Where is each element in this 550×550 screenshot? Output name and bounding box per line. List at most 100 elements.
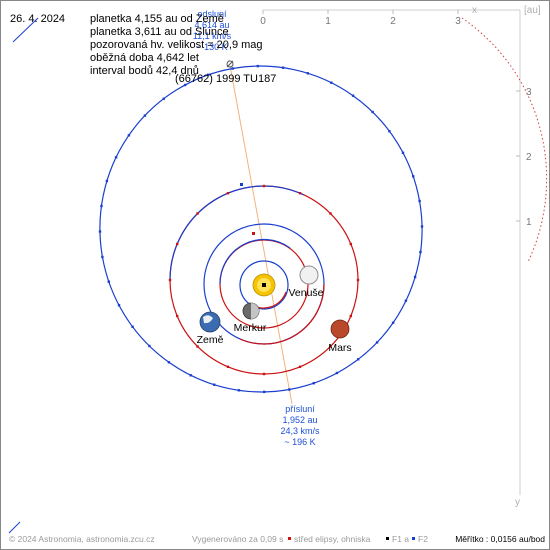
asteroid-orbit-point xyxy=(351,94,355,97)
asteroid-orbit-point xyxy=(306,72,309,75)
info-period: oběžná doba 4,642 let xyxy=(90,52,199,64)
footer-copyright: © 2024 Astronomia, astronomia.zcu.cz xyxy=(9,534,155,544)
y-axis-name: y xyxy=(515,497,520,508)
axes: 0 1 2 3 3 2 1 x [au] y xyxy=(260,5,541,508)
asteroid-orbit-point xyxy=(420,225,424,228)
asteroid-orbit-point xyxy=(404,299,408,302)
x-tick-3: 3 xyxy=(455,16,461,27)
x-tick-1: 1 xyxy=(325,16,331,27)
footer-legend-center: střed elipsy, ohniska xyxy=(294,534,371,544)
perihelion-temp: ~ 196 K xyxy=(284,437,315,447)
asteroid-orbit-point xyxy=(357,358,360,361)
mars-orbit-point xyxy=(226,192,230,195)
mars-orbit-point xyxy=(349,242,352,246)
asteroid-orbit-point xyxy=(101,255,104,259)
venus-label: Venuše xyxy=(288,287,323,299)
perihelion-distance: 1,952 au xyxy=(282,415,317,425)
asteroid-orbit-point xyxy=(143,114,147,117)
footer-legend-f1: F1 a xyxy=(392,534,409,544)
aphelion-label: odsluní xyxy=(197,9,227,19)
footer-scale: Měřítko : 0,0156 au/bod xyxy=(455,534,545,544)
earth-label: Země xyxy=(197,334,224,346)
legend-f2-marker xyxy=(412,537,415,540)
asteroid-orbit-point xyxy=(330,81,333,84)
mars-orbit-point xyxy=(298,365,302,368)
asteroid-orbit-point xyxy=(375,341,379,344)
info-magnitude: pozorovaná hv. velikost = 20,9 mag xyxy=(90,39,263,51)
mars-orbit-point xyxy=(196,212,199,215)
mars-orbit-point xyxy=(168,278,172,282)
mars-orbit-point xyxy=(262,372,266,376)
mars-orbit-blue-segment xyxy=(169,185,305,281)
mars-orbit-point xyxy=(298,192,302,195)
perihelion-speed: 24,3 km/s xyxy=(280,426,320,436)
object-name: (66762) 1999 TU187 xyxy=(175,73,276,85)
venus-orbit-blue-segment xyxy=(219,238,291,285)
aphelion-speed: 11,1 km/s xyxy=(193,31,232,41)
x-tick-2: 2 xyxy=(390,16,396,27)
asteroid-orbit-point xyxy=(388,130,391,133)
asteroid-orbit-point xyxy=(162,97,165,100)
asteroid-marker xyxy=(226,60,234,68)
mars-orbit-point xyxy=(329,345,332,348)
asteroid-orbit-point xyxy=(237,389,241,392)
footer-generated: Vygenerováno za 0,09 s xyxy=(192,534,283,544)
mercury-label: Merkur xyxy=(234,322,267,334)
mars-orbit-point xyxy=(356,278,360,282)
earth-clouds xyxy=(203,315,213,324)
asteroid-orbit-point xyxy=(131,325,134,328)
asteroid-orbit-point xyxy=(98,230,102,233)
y-tick-1: 1 xyxy=(526,217,532,228)
x-tick-0: 0 xyxy=(260,16,266,27)
asteroid-orbit-point xyxy=(256,64,259,68)
aphelion-temp: ~ 130 K xyxy=(196,42,227,52)
mars-planet xyxy=(330,319,350,339)
axis-unit: [au] xyxy=(524,5,541,16)
mars-orbit-point xyxy=(176,314,179,318)
asteroid-orbit-point xyxy=(391,321,395,324)
mars-label: Mars xyxy=(328,342,351,354)
asteroid-orbit-point xyxy=(288,388,291,391)
corner-marker-top xyxy=(12,17,39,43)
footer: © 2024 Astronomia, astronomia.zcu.cz Vyg… xyxy=(9,534,545,544)
asteroid-orbit-point xyxy=(231,67,234,70)
asteroid-orbit-point xyxy=(281,66,285,69)
asteroid-orbit-point xyxy=(107,280,110,283)
outer-planet-orbit-arc xyxy=(461,17,548,263)
mars-orbit-point xyxy=(329,212,332,215)
legend-center-marker xyxy=(288,537,291,540)
earth-planet xyxy=(199,311,221,333)
mercury-planet-light xyxy=(251,303,259,319)
mercury-orbit xyxy=(239,260,289,310)
apsides-line xyxy=(228,59,293,405)
asteroid-orbit-point xyxy=(412,175,415,178)
asteroid-orbit-point xyxy=(207,73,210,76)
corner-marker-bottom xyxy=(8,521,21,534)
y-tick-2: 2 xyxy=(526,152,532,163)
y-tick-3: 3 xyxy=(526,87,532,98)
asteroid-orbit-point xyxy=(401,151,405,154)
asteroid-orbit-point xyxy=(335,371,339,375)
asteroid-orbit-point xyxy=(127,134,131,137)
mars-orbit-point xyxy=(176,242,179,246)
sun-focus-marker xyxy=(262,283,266,287)
asteroid-orbit-point xyxy=(312,382,315,385)
footer-legend-f2: F2 xyxy=(418,534,428,544)
earth-orbit-red-segment xyxy=(239,283,325,345)
asteroid-orbit-point xyxy=(418,199,421,203)
asteroid-orbit-point xyxy=(183,83,187,87)
asteroid-orbit-points xyxy=(98,64,424,394)
asteroid-orbit-point xyxy=(419,250,422,254)
mars-orbit-points xyxy=(168,184,360,376)
venus-planet xyxy=(299,265,319,285)
ellipse-center-marker xyxy=(252,232,255,235)
asteroid-orbit xyxy=(99,65,423,393)
info-earth-distance: planetka 4,155 au od Země xyxy=(90,13,224,25)
asteroid-orbit-point xyxy=(263,390,266,394)
asteroid-orbit-point xyxy=(117,304,121,307)
asteroid-orbit-point xyxy=(167,361,171,364)
x-axis-name: x xyxy=(472,5,477,16)
perihelion-label: přísluní xyxy=(285,404,315,414)
legend-f1-marker xyxy=(386,537,389,540)
